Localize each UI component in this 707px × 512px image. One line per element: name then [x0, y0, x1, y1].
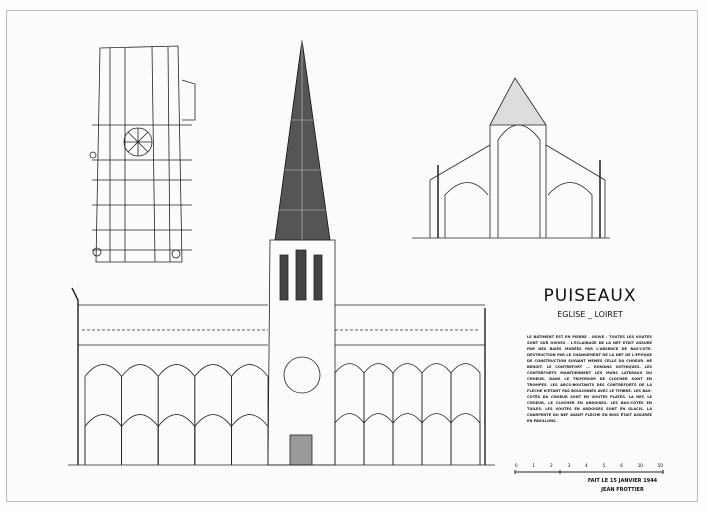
arch [157, 414, 196, 465]
scale-label: 10 [637, 463, 643, 468]
arch [334, 363, 365, 465]
tower [267, 39, 336, 466]
scale-labels: 0 1 2 3 4 5 6 10 50 [515, 463, 663, 468]
arch [121, 414, 159, 465]
drawing-subtitle: EGLISE _ LOIRET [557, 310, 623, 319]
scale-label: 2 [550, 463, 553, 468]
arch [392, 363, 423, 465]
description-notes: LE BATIMENT EST EN PIERRE . OGIVE . TOUT… [527, 335, 652, 423]
date-line: FAIT LE 15 JANVIER 1944 [587, 478, 658, 484]
arch [450, 413, 481, 465]
cross-section [412, 77, 610, 239]
arch [231, 364, 269, 465]
scale-label: 5 [602, 463, 606, 468]
arch [231, 414, 269, 465]
scale-label: 6 [620, 463, 623, 468]
arch [392, 413, 423, 465]
arch [334, 413, 365, 465]
scale-label: 0 [515, 463, 518, 468]
scale-label: 4 [585, 463, 588, 468]
arch [421, 363, 452, 465]
longitudinal-section [68, 287, 495, 466]
scale-label: 3 [567, 463, 571, 468]
floor-plan [89, 45, 196, 263]
arch [450, 363, 481, 465]
arch [363, 363, 394, 465]
author-line: JEAN FROTTIER [601, 487, 644, 493]
arch [194, 414, 232, 465]
scale-label: 1 [532, 463, 536, 468]
drawing-title: PUISEAUX [543, 286, 637, 306]
scale-bar [514, 470, 664, 474]
arch [421, 413, 452, 465]
arch [363, 413, 394, 465]
scale-label: 50 [657, 463, 663, 468]
arch [84, 414, 122, 465]
